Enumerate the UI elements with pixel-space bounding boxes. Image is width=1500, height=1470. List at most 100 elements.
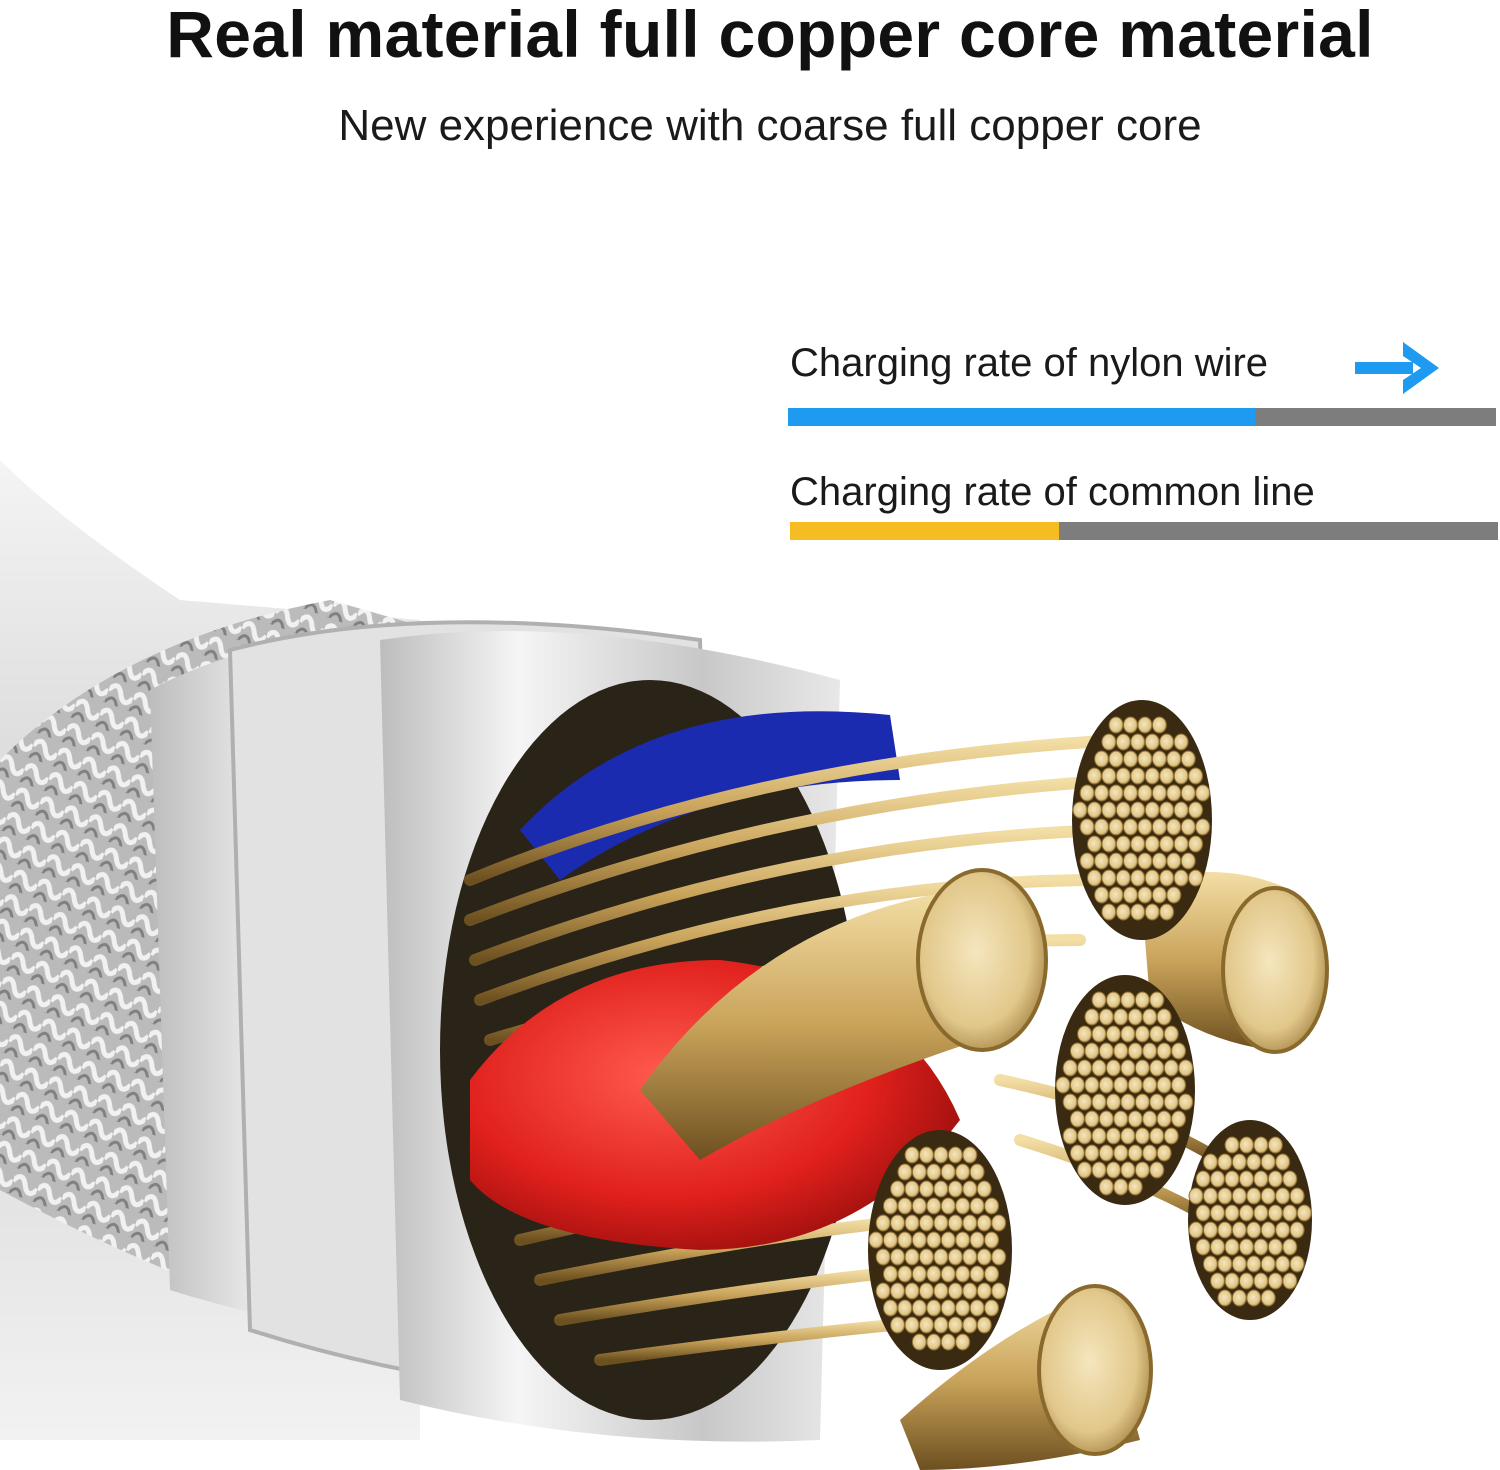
copper-strand-end (1130, 835, 1146, 853)
copper-strand-end (933, 1180, 949, 1198)
copper-strand-end (1122, 818, 1138, 836)
copper-strand-end (1108, 886, 1124, 904)
copper-strand-end (955, 1333, 971, 1351)
copper-strand-end (1094, 818, 1110, 836)
copper-strand-end (1238, 1204, 1254, 1222)
copper-strand-end (1217, 1289, 1233, 1307)
copper-strand-end (918, 1214, 934, 1232)
copper-strand-end (976, 1316, 992, 1334)
copper-strand-end (991, 1248, 1007, 1266)
copper-strand-end (904, 1146, 920, 1164)
copper-strand-end (882, 1265, 898, 1283)
copper-strand-end (1134, 1059, 1150, 1077)
copper-strand-end (1180, 750, 1196, 768)
copper-strand-end (969, 1231, 985, 1249)
copper-strand-end (1137, 852, 1153, 870)
nylon-rate-bar-fill (788, 408, 1256, 426)
copper-strand-end (1149, 991, 1165, 1009)
copper-strand-end (1077, 1127, 1093, 1145)
page-subheadline: New experience with coarse full copper c… (338, 101, 1202, 150)
copper-strand-end (940, 1333, 956, 1351)
common-rate-label: Charging rate of common line (790, 470, 1315, 514)
copper-strand-end (933, 1248, 949, 1266)
copper-strand-end (1069, 1110, 1085, 1128)
copper-strand-end (1113, 1042, 1129, 1060)
copper-strand-end (969, 1265, 985, 1283)
copper-strand-end (1224, 1272, 1240, 1290)
copper-strand-end (1144, 801, 1160, 819)
copper-strand-end (1098, 1110, 1114, 1128)
copper-strand-end (947, 1248, 963, 1266)
copper-strand-end (1142, 1144, 1158, 1162)
common-rate-bar-fill (790, 522, 1060, 540)
copper-strand-end (1282, 1238, 1298, 1256)
copper-strand-end (904, 1180, 920, 1198)
copper-strand-end (1151, 784, 1167, 802)
right-arrow-icon (1355, 342, 1439, 394)
copper-strand-end (904, 1282, 920, 1300)
copper-strand-end (1231, 1221, 1247, 1239)
copper-strand-end (1282, 1272, 1298, 1290)
copper-strand-end (955, 1197, 971, 1215)
copper-strand-end (1159, 767, 1175, 785)
copper-strand-end (1163, 1127, 1179, 1145)
copper-strand-end (1195, 1170, 1211, 1188)
copper-strand-end (1105, 1059, 1121, 1077)
copper-strand-end (947, 1316, 963, 1334)
copper-strand-end (1144, 835, 1160, 853)
copper-strand-end (1267, 1238, 1283, 1256)
copper-strand-end (1202, 1221, 1218, 1239)
copper-strand-end (882, 1197, 898, 1215)
copper-strand-end (1275, 1187, 1291, 1205)
copper-strand-end (1267, 1272, 1283, 1290)
copper-strand-end (1127, 1042, 1143, 1060)
copper-strand-end (1120, 1127, 1136, 1145)
copper-strand-end (926, 1231, 942, 1249)
copper-strand-end (1122, 784, 1138, 802)
copper-strand-end (1137, 784, 1153, 802)
copper-strand-end (1113, 1110, 1129, 1128)
copper-strand-end (904, 1214, 920, 1232)
copper-strand-end (1188, 869, 1204, 887)
copper-strand-end (1253, 1170, 1269, 1188)
copper-strand-end (1166, 818, 1182, 836)
copper-strand-end (1105, 1093, 1121, 1111)
copper-strand-end (1062, 1093, 1078, 1111)
copper-strand-end (1163, 1059, 1179, 1077)
copper-strand-end (1231, 1255, 1247, 1273)
common-rate-bar (790, 522, 1498, 540)
copper-strand-end (1062, 1059, 1078, 1077)
copper-strand-end (911, 1265, 927, 1283)
copper-strand-end (1238, 1272, 1254, 1290)
copper-strand-end (1289, 1221, 1305, 1239)
copper-strand-end (1127, 1008, 1143, 1026)
copper-strand-end (1260, 1255, 1276, 1273)
copper-strand-end (1224, 1170, 1240, 1188)
copper-strand-end (1086, 801, 1102, 819)
copper-strand-end (976, 1180, 992, 1198)
copper-strand-end (947, 1180, 963, 1198)
copper-strand-end (1238, 1238, 1254, 1256)
copper-strand-end (1094, 750, 1110, 768)
copper-cable-illustration (0, 460, 1329, 1470)
copper-strand-end (875, 1214, 891, 1232)
copper-strand-end (984, 1299, 1000, 1317)
copper-strand-end (1173, 767, 1189, 785)
nylon-rate-label: Charging rate of nylon wire (790, 341, 1269, 385)
copper-strand-end (868, 1231, 884, 1249)
copper-strand-end (918, 1316, 934, 1334)
copper-strand-end (1134, 1127, 1150, 1145)
copper-strand-end (1178, 1093, 1194, 1111)
copper-strand-end (1101, 903, 1117, 921)
copper-strand-end (1101, 835, 1117, 853)
copper-strand-end (897, 1299, 913, 1317)
copper-strand-end (1084, 1008, 1100, 1026)
copper-strand-end (926, 1265, 942, 1283)
copper-strand-end (1195, 818, 1211, 836)
copper-strand-end (940, 1163, 956, 1181)
copper-strand-end (1079, 818, 1095, 836)
copper-strand-end (890, 1282, 906, 1300)
copper-strand-end (1108, 784, 1124, 802)
copper-strand-end (1086, 869, 1102, 887)
copper-strand-end (1127, 1144, 1143, 1162)
